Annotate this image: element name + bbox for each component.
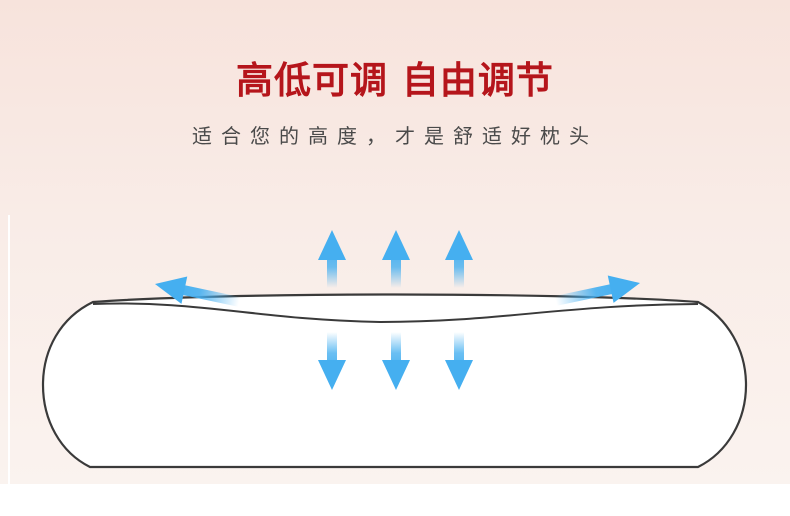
arrow-left-up-icon (155, 276, 241, 307)
headline: 高低可调 自由调节 (236, 59, 554, 102)
arrow-up-icon (445, 230, 473, 288)
divider (8, 215, 10, 484)
subheadline: 适合您的高度，才是舒适好枕头 (192, 124, 598, 148)
arrow-up-icon (318, 230, 346, 288)
arrow-right-up-icon (554, 275, 640, 306)
arrow-up-icon (382, 230, 410, 288)
